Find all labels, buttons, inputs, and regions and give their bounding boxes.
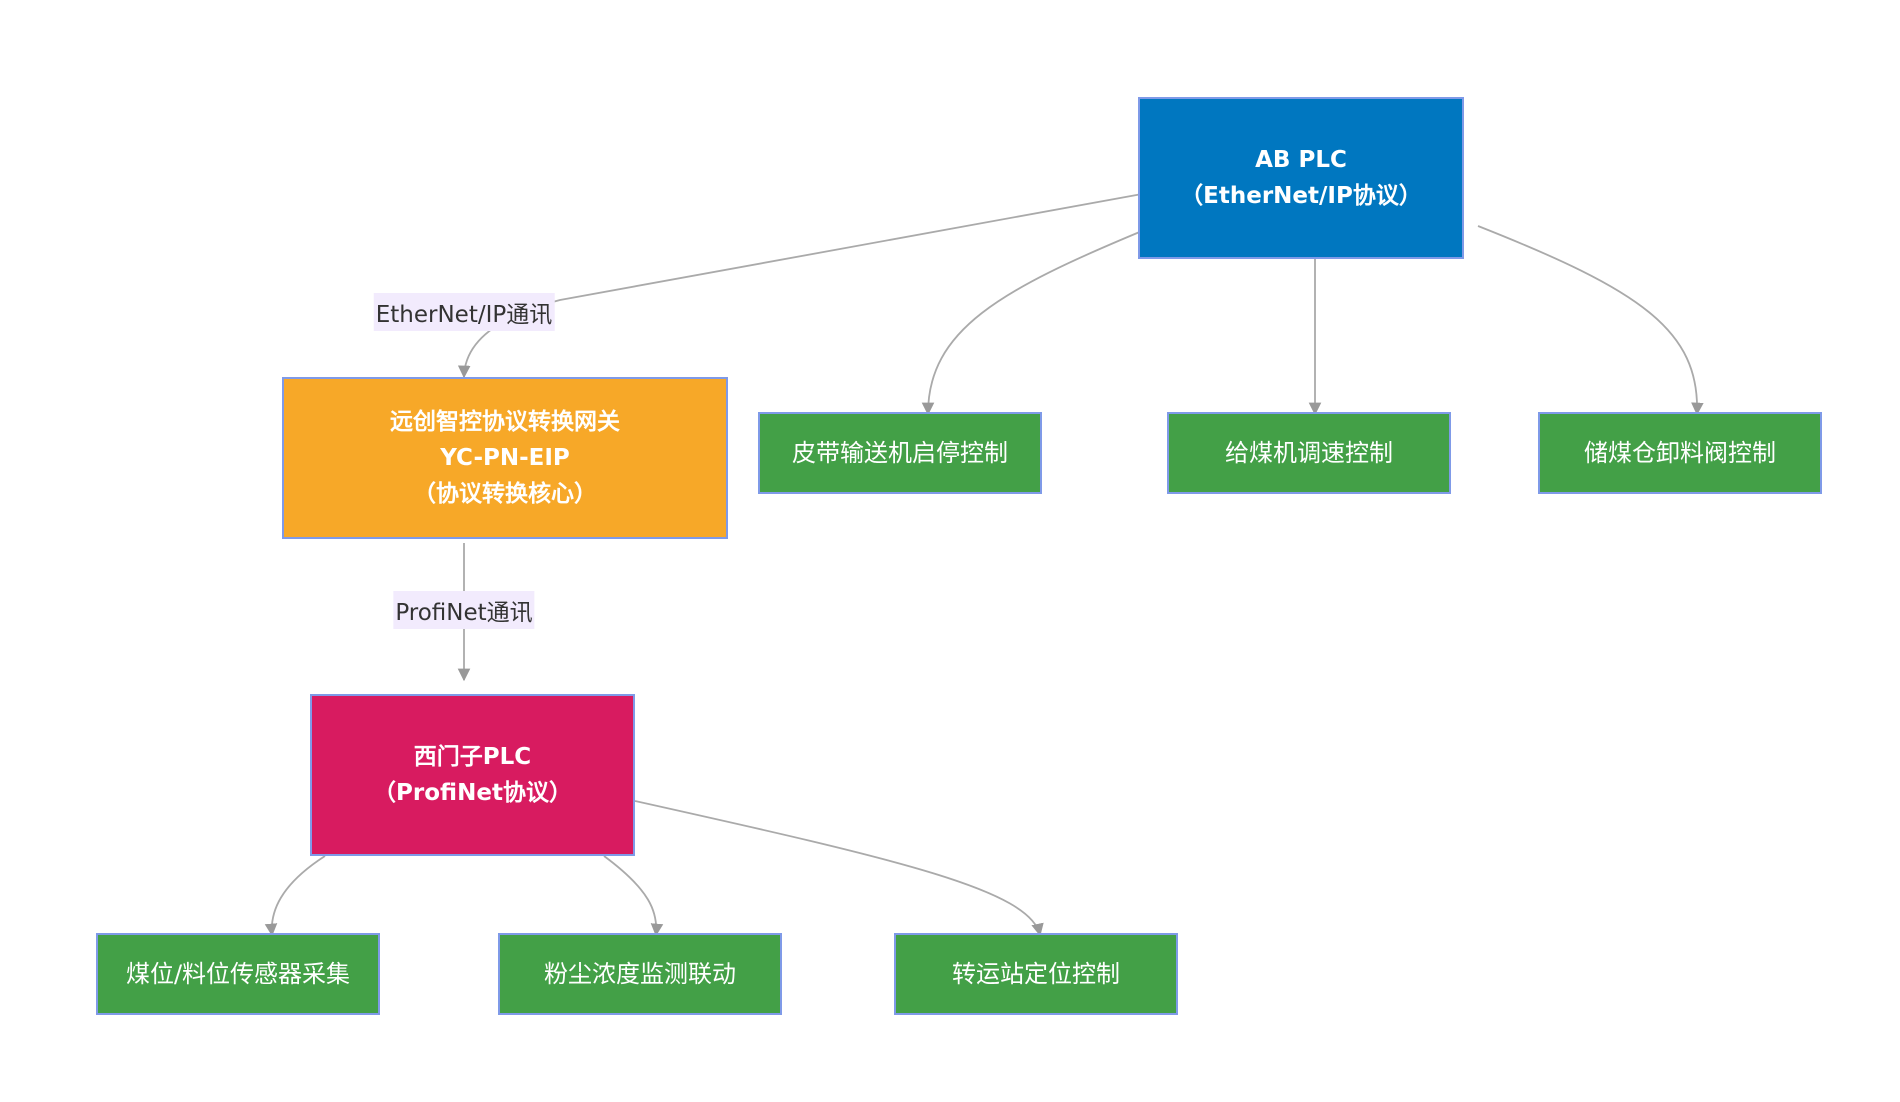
coal-feeder-node[interactable]: 给煤机调速控制 bbox=[1167, 412, 1451, 494]
coal-feeder-label: 给煤机调速控制 bbox=[1225, 439, 1393, 467]
edge-label-profinet: ProfiNet通讯 bbox=[393, 591, 535, 629]
siemens-plc-label: 西门子PLC （ProfiNet协议） bbox=[373, 744, 572, 806]
dust-monitor-label: 粉尘浓度监测联动 bbox=[544, 960, 736, 988]
belt-conveyor-node[interactable]: 皮带输送机启停控制 bbox=[758, 412, 1042, 494]
gateway-label: 远创智控协议转换网关 YC-PN-EIP （协议转换核心） bbox=[390, 409, 620, 507]
gateway-node[interactable]: 远创智控协议转换网关 YC-PN-EIP （协议转换核心） bbox=[282, 377, 728, 539]
edge-siemens-to-dust-monitor bbox=[603, 855, 664, 937]
dust-monitor-node[interactable]: 粉尘浓度监测联动 bbox=[498, 933, 782, 1015]
bunker-valve-node[interactable]: 储煤仓卸料阀控制 bbox=[1538, 412, 1822, 494]
ab-plc-node[interactable]: AB PLC （EtherNet/IP协议） bbox=[1138, 97, 1464, 259]
belt-conveyor-label: 皮带输送机启停控制 bbox=[792, 439, 1008, 467]
edge-siemens-to-transfer-station bbox=[634, 800, 1044, 937]
edge-ab-to-gateway bbox=[457, 193, 1143, 379]
edge-ab-to-bunker-valve bbox=[1477, 225, 1704, 416]
transfer-station-node[interactable]: 转运站定位控制 bbox=[894, 933, 1178, 1015]
level-sensor-node[interactable]: 煤位/料位传感器采集 bbox=[96, 933, 380, 1015]
bunker-valve-label: 储煤仓卸料阀控制 bbox=[1584, 439, 1776, 467]
edge-siemens-to-level-sensor bbox=[264, 855, 326, 937]
transfer-station-label: 转运站定位控制 bbox=[952, 960, 1120, 988]
edge-label-ethernet-ip: EtherNet/IP通讯 bbox=[373, 293, 555, 331]
level-sensor-label: 煤位/料位传感器采集 bbox=[125, 960, 351, 988]
edge-ab-to-belt-conveyor bbox=[921, 230, 1143, 416]
siemens-plc-node[interactable]: 西门子PLC （ProfiNet协议） bbox=[310, 694, 635, 856]
ab-plc-label: AB PLC （EtherNet/IP协议） bbox=[1180, 147, 1422, 209]
